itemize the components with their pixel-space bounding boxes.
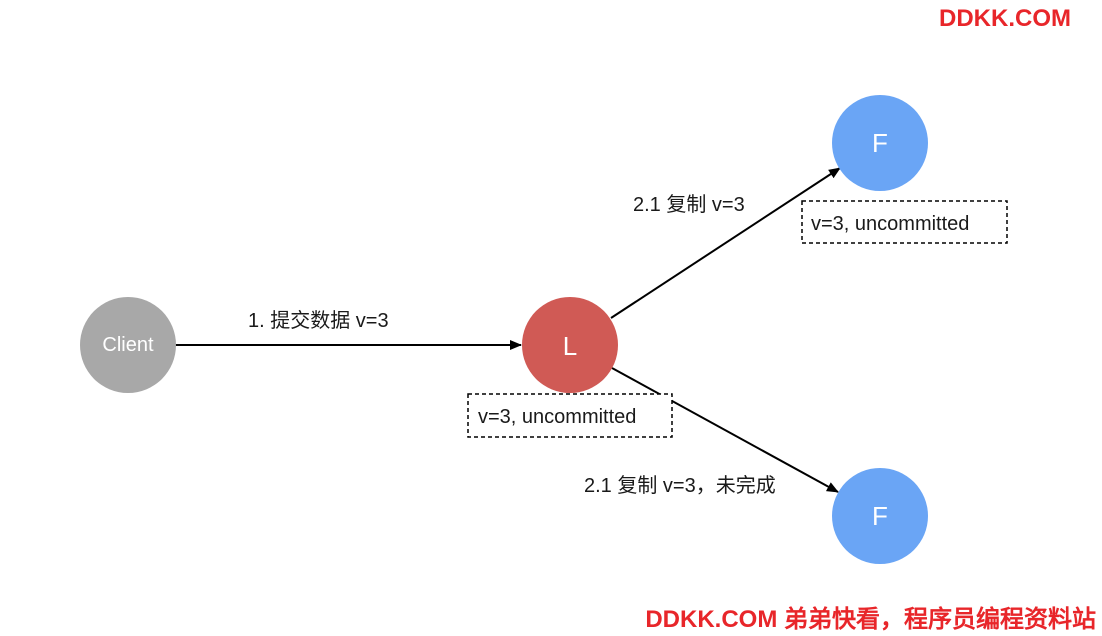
node-follower-bottom: F <box>832 468 928 564</box>
edge-leader-to-follower-top <box>610 167 841 319</box>
node-client-label: Client <box>102 334 154 356</box>
watermark-top: DDKK.COM <box>939 5 1071 32</box>
state-text-follower-top: v=3, uncommitted <box>811 213 969 235</box>
node-follower-top-label: F <box>872 128 888 158</box>
node-follower-top: F <box>832 95 928 191</box>
state-box-leader: v=3, uncommitted <box>467 393 673 438</box>
node-follower-bottom-label: F <box>872 501 888 531</box>
node-leader-label: L <box>563 331 577 361</box>
edge-label-client-to-leader: 1. 提交数据 v=3 <box>248 309 389 332</box>
state-text-leader: v=3, uncommitted <box>478 406 636 428</box>
node-client: Client <box>80 297 176 393</box>
state-box-follower-top: v=3, uncommitted <box>801 200 1008 244</box>
watermark-bottom: DDKK.COM 弟弟快看，程序员编程资料站 <box>645 606 1096 633</box>
edge-label-leader-to-follower-top: 2.1 复制 v=3 <box>633 193 745 216</box>
node-leader: L <box>522 297 618 393</box>
edge-leader-to-follower-bottom <box>611 367 839 493</box>
edge-label-leader-to-follower-bottom: 2.1 复制 v=3，未完成 <box>584 474 776 497</box>
